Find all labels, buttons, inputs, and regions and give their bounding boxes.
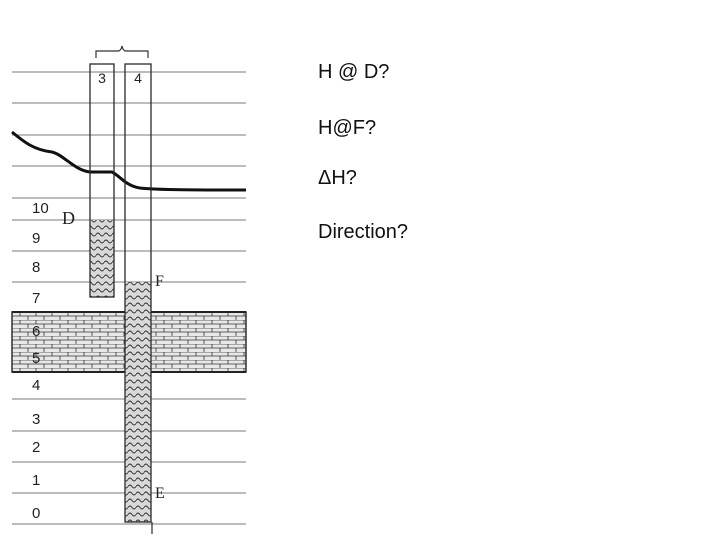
level-number: 3 xyxy=(32,411,40,428)
water-table-line xyxy=(11,130,247,192)
well-label-4: 4 xyxy=(134,70,142,86)
level-number: 1 xyxy=(32,472,40,489)
level-number: 9 xyxy=(32,230,40,247)
point-label-e: E xyxy=(155,485,165,502)
well-4-screen xyxy=(125,282,151,522)
well-label-3: 3 xyxy=(98,70,106,86)
question-direction: Direction? xyxy=(318,221,409,243)
level-lines xyxy=(12,71,246,525)
well-bracket xyxy=(95,45,149,58)
question-delta-h: ΔH? xyxy=(318,167,357,189)
level-number: 2 xyxy=(32,439,40,456)
level-number: 4 xyxy=(32,377,40,394)
level-number: 0 xyxy=(32,505,40,522)
level-number: 5 xyxy=(32,350,40,367)
question-h-at-f: H@F? xyxy=(318,117,377,139)
level-number: 8 xyxy=(32,259,40,276)
level-number: 10 xyxy=(32,200,49,217)
level-number: 7 xyxy=(32,290,40,307)
question-h-at-d: H @ D? xyxy=(318,61,390,83)
groundwater-diagram: 3 4 D F E 10 9 8 7 6 5 4 3 2 1 0 xyxy=(11,45,247,534)
point-label-f: F xyxy=(155,273,164,290)
well-3-screen xyxy=(90,220,114,297)
well-3 xyxy=(89,63,115,298)
level-numbers: 10 9 8 7 6 5 4 3 2 1 0 xyxy=(32,200,49,522)
point-label-d: D xyxy=(62,208,75,228)
well-4 xyxy=(124,63,153,534)
level-number: 6 xyxy=(32,323,40,340)
